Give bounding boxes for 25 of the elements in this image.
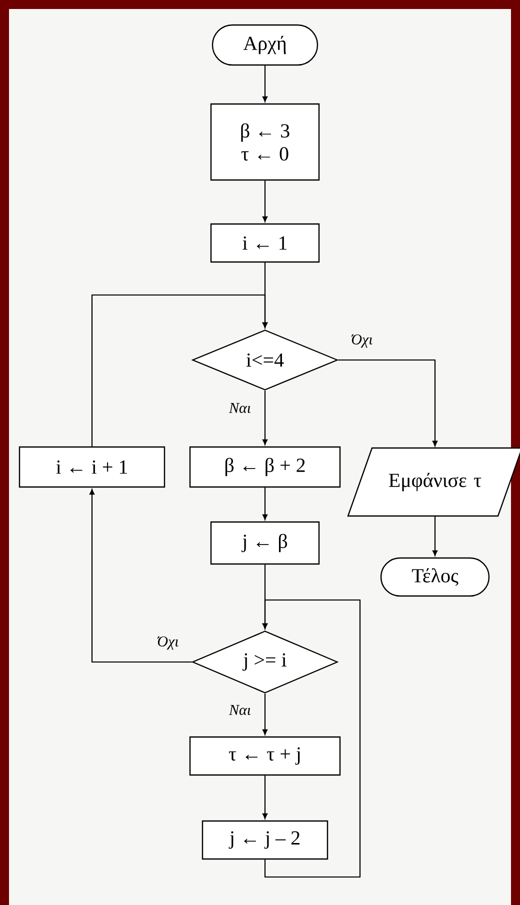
edge-label: Όχι bbox=[156, 635, 180, 651]
output-parallelogram: Εμφάνισε τ bbox=[347, 447, 520, 517]
edge-label: Ναι bbox=[228, 402, 252, 414]
process-box: j ← j – 2 bbox=[202, 820, 328, 860]
process-box: β ← 3 τ ← 0 bbox=[210, 103, 320, 181]
terminal-box: Αρχή bbox=[212, 24, 318, 66]
arrow bbox=[91, 294, 268, 446]
process-box: τ ← τ + j bbox=[189, 736, 341, 776]
terminal-box: Τέλος bbox=[380, 557, 490, 597]
arrow bbox=[262, 776, 268, 819]
arrow bbox=[262, 599, 361, 878]
arrow bbox=[262, 66, 268, 102]
arrow bbox=[262, 390, 268, 445]
arrow bbox=[432, 516, 438, 556]
arrow bbox=[89, 489, 192, 663]
edge-label: Ναι bbox=[228, 704, 252, 716]
process-box: β ← β + 2 bbox=[189, 446, 341, 488]
edge-label: Όχι bbox=[350, 333, 374, 349]
arrow bbox=[262, 180, 268, 222]
arrow bbox=[262, 488, 268, 520]
process-box: i ← 1 bbox=[210, 223, 320, 263]
process-box: i ← i + 1 bbox=[18, 446, 166, 488]
arrow bbox=[262, 694, 268, 735]
process-box: j ← β bbox=[210, 521, 320, 565]
arrow bbox=[338, 359, 438, 446]
